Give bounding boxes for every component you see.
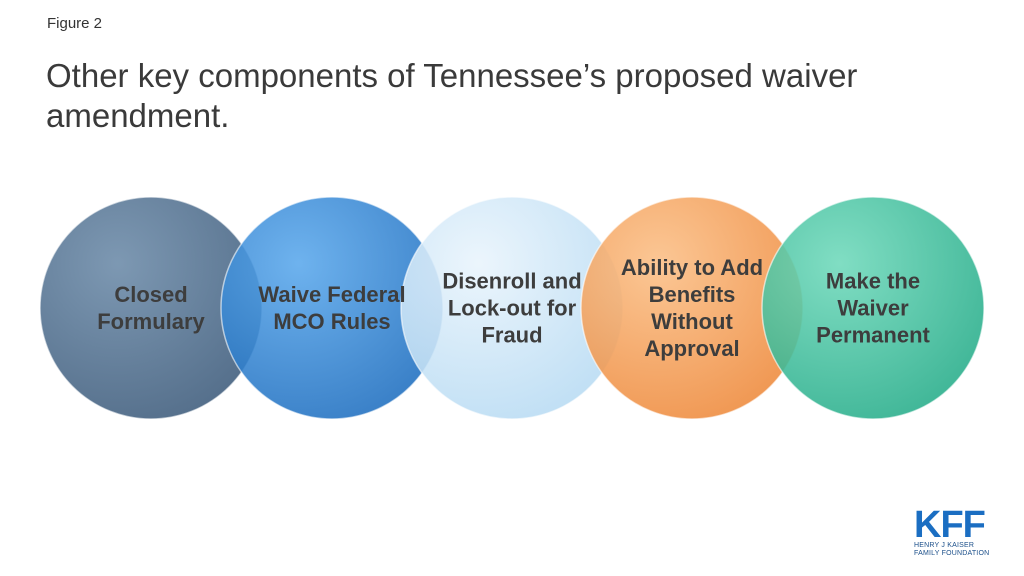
page-title: Other key components of Tennessee’s prop… bbox=[46, 57, 858, 134]
component-label-3: Disenroll and Lock-out for Fraud bbox=[442, 268, 582, 348]
component-label-4: Ability to Add Benefits Without Approval bbox=[620, 255, 764, 361]
kff-logo: KFF Henry J Kaiser Family Foundation bbox=[914, 504, 994, 558]
component-label-2: Waive Federal MCO Rules bbox=[258, 282, 406, 334]
component-label-5: Make the Waiver Permanent bbox=[816, 268, 930, 348]
logo-line-2: Family Foundation bbox=[914, 550, 990, 557]
component-label-1: Closed Formulary bbox=[97, 282, 205, 334]
component-circle-5 bbox=[761, 196, 985, 420]
logo-mark: KFF bbox=[914, 504, 986, 546]
figure-label: Figure 2 bbox=[47, 15, 103, 32]
logo-line-1: Henry J Kaiser bbox=[914, 542, 975, 549]
